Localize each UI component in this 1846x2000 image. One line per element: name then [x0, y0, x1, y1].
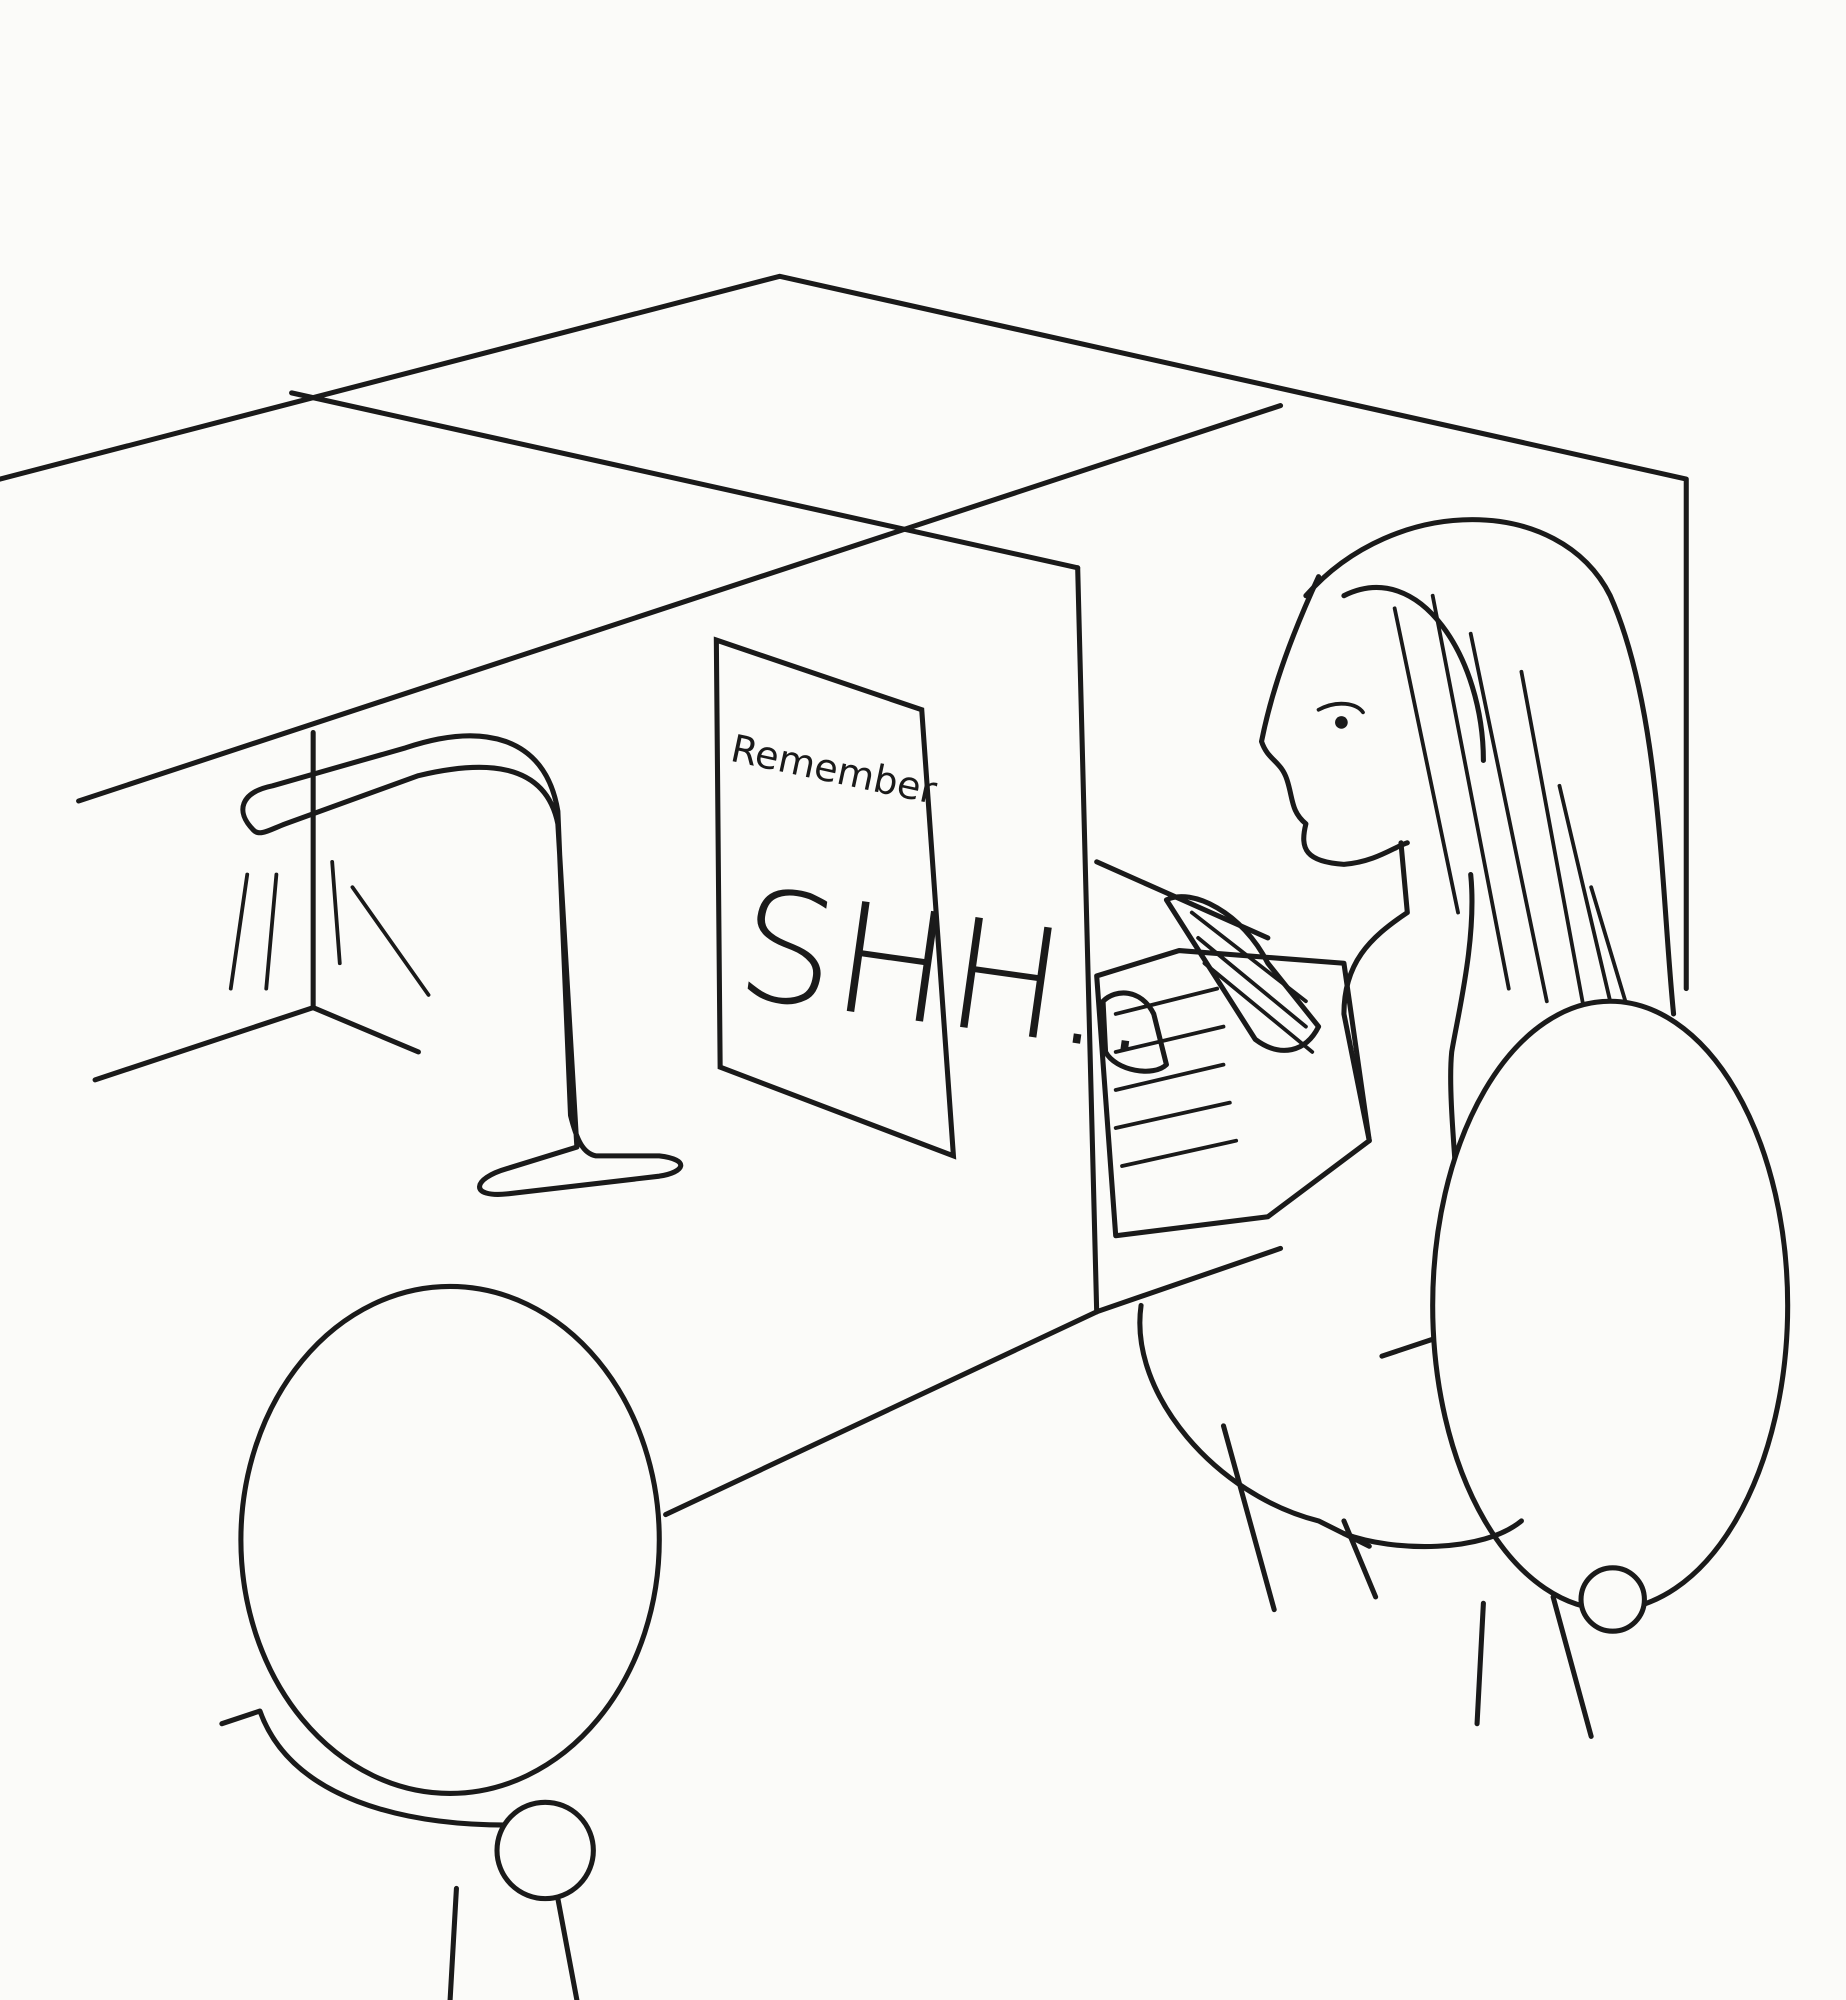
hand [1100, 990, 1169, 1074]
chair-front [219, 1283, 662, 2000]
chair-knob [494, 1799, 596, 1902]
desk-lamp [228, 733, 684, 1197]
quiet-sign: Remember SHH.. [713, 636, 1168, 1160]
eye [1335, 716, 1348, 729]
chair-knob [1578, 1565, 1647, 1634]
open-book [1094, 894, 1372, 1239]
hand [1163, 894, 1322, 1053]
study-desk [0, 273, 1689, 1518]
chair-back-right [1341, 998, 1791, 1634]
